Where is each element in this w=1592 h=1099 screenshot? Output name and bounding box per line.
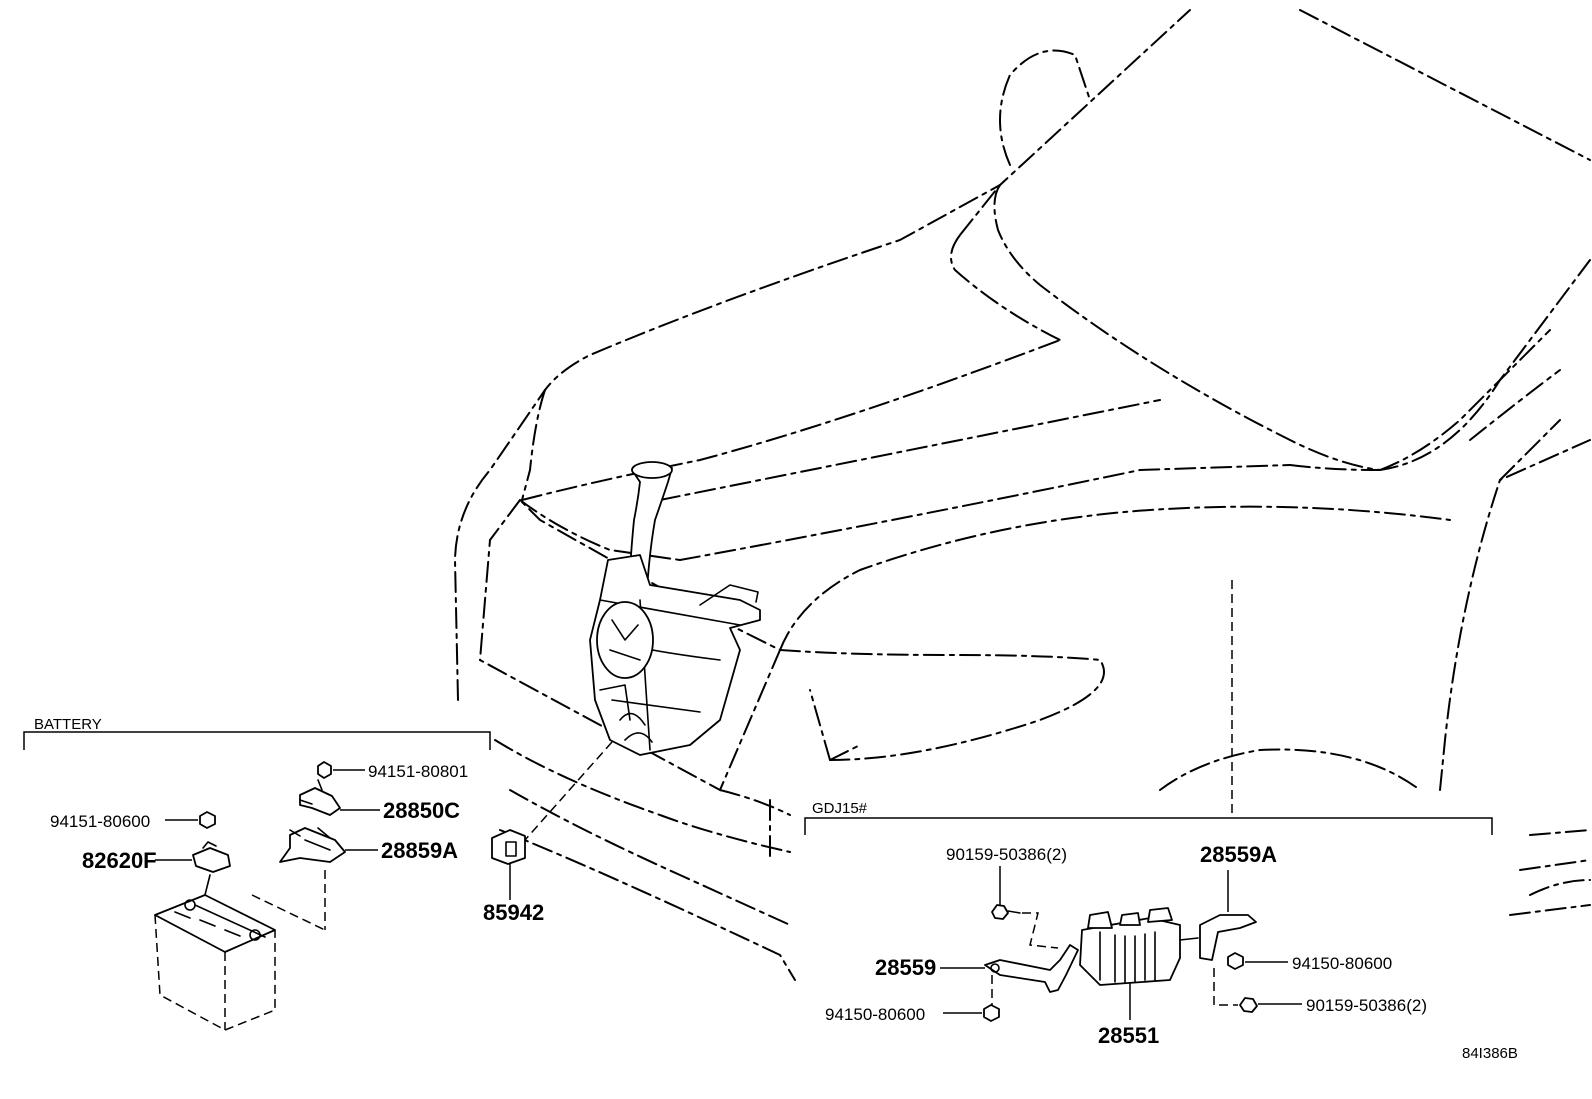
- label-28559A: 28559A: [1200, 842, 1277, 867]
- bracket-28559: 28559: [875, 944, 1079, 1005]
- label-28559: 28559: [875, 955, 936, 980]
- label-28850C: 28850C: [383, 798, 460, 823]
- clamp-28859A: 28859A: [279, 827, 458, 863]
- diagram-id: 84I386B: [1462, 1045, 1518, 1062]
- label-90159-50386-left: 90159-50386(2): [946, 845, 1067, 864]
- nut-94151-80801: 94151-80801: [317, 761, 468, 781]
- label-94151-80600: 94151-80600: [50, 812, 150, 831]
- battery-section-title: BATTERY: [34, 716, 102, 733]
- module-28551: 28551: [1079, 907, 1199, 1048]
- label-94150-80600-left: 94150-80600: [825, 1005, 925, 1024]
- gdj-section-title: GDJ15#: [812, 800, 868, 817]
- washer-pump-leader: [524, 741, 613, 841]
- label-94151-80801: 94151-80801: [368, 762, 468, 781]
- gdj-section: GDJ15# 90159-50386(2) 28551 28559: [804, 580, 1493, 1048]
- gdj-section-bracket: [804, 817, 1493, 835]
- vehicle-outline: [453, 9, 1591, 981]
- nut-94150-80600-right: 94150-80600: [1227, 952, 1392, 973]
- terminal-28850C: 28850C: [299, 779, 460, 823]
- bolt-90159-50386-left: 90159-50386(2): [946, 845, 1067, 949]
- label-94150-80600-right: 94150-80600: [1292, 954, 1392, 973]
- nut-94150-80600-left: 94150-80600: [825, 1004, 1000, 1024]
- battery-part: [154, 874, 276, 1031]
- bolt-90159-50386-right: 90159-50386(2): [1239, 996, 1427, 1015]
- battery-section-bracket: [23, 731, 491, 750]
- label-90159-50386-right: 90159-50386(2): [1306, 996, 1427, 1015]
- connector-85942: 85942: [483, 829, 544, 925]
- label-28859A: 28859A: [381, 838, 458, 863]
- battery-section: BATTERY 94151-80801 28850C: [23, 716, 544, 1031]
- label-82620F: 82620F: [82, 848, 157, 873]
- label-28551: 28551: [1098, 1023, 1159, 1048]
- bracket-28559A: 28559A: [1199, 842, 1277, 1006]
- nut-94151-80600: 94151-80600: [50, 811, 216, 831]
- washer-tank-illustration: [589, 461, 761, 756]
- label-85942: 85942: [483, 900, 544, 925]
- holder-82620F: 82620F: [82, 841, 231, 873]
